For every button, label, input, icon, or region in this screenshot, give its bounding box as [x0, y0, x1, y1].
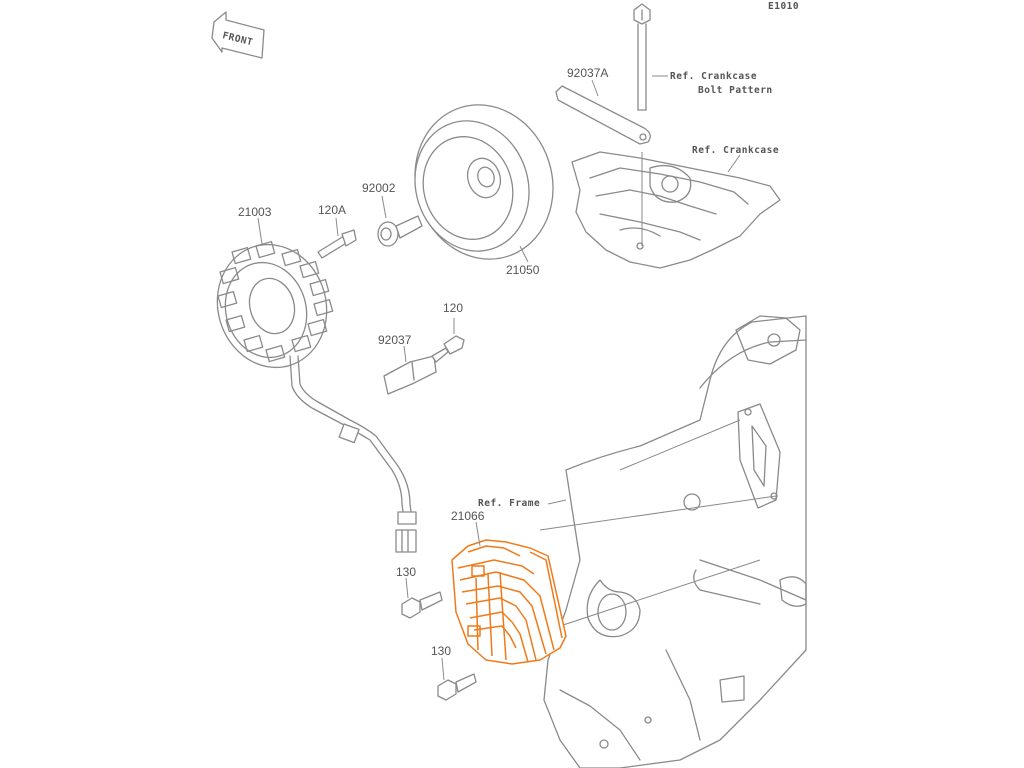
- frame-outline: [539, 315, 807, 768]
- stator-lead-wire: [289, 355, 417, 553]
- part-92037[interactable]: 92037: [378, 333, 437, 395]
- part-21003[interactable]: 21003: [203, 205, 341, 380]
- label-92037: 92037: [378, 333, 412, 347]
- label-130-lower: 130: [431, 644, 451, 658]
- part-120A[interactable]: 120A: [317, 203, 357, 259]
- part-21050[interactable]: 21050: [395, 87, 573, 277]
- front-direction-marker: FRONT: [211, 11, 265, 59]
- ref-crankcase: Ref. Crankcase: [692, 145, 779, 156]
- corner-code: E1010: [768, 1, 799, 12]
- ref-crankcase-bolt-line2: Bolt Pattern: [698, 85, 773, 96]
- label-21050: 21050: [506, 263, 540, 277]
- part-130-upper[interactable]: 130: [396, 565, 443, 619]
- part-130-lower[interactable]: 130: [431, 644, 477, 701]
- part-92002[interactable]: 92002: [362, 181, 423, 247]
- crankcase-bolt: [633, 3, 668, 111]
- part-92037A[interactable]: 92037A: [555, 66, 651, 145]
- label-21066: 21066: [451, 509, 485, 523]
- label-130-upper: 130: [396, 565, 416, 579]
- crankcase-outline: [571, 151, 781, 269]
- label-21003: 21003: [238, 205, 272, 219]
- label-92002: 92002: [362, 181, 396, 195]
- label-120: 120: [443, 301, 463, 315]
- part-21066[interactable]: 21066: [451, 509, 567, 665]
- label-92037A: 92037A: [567, 66, 608, 80]
- ref-crankcase-bolt-line1: Ref. Crankcase: [670, 71, 757, 82]
- ref-frame: Ref. Frame: [478, 498, 540, 509]
- label-120A: 120A: [318, 203, 346, 217]
- part-120[interactable]: 120: [431, 301, 465, 363]
